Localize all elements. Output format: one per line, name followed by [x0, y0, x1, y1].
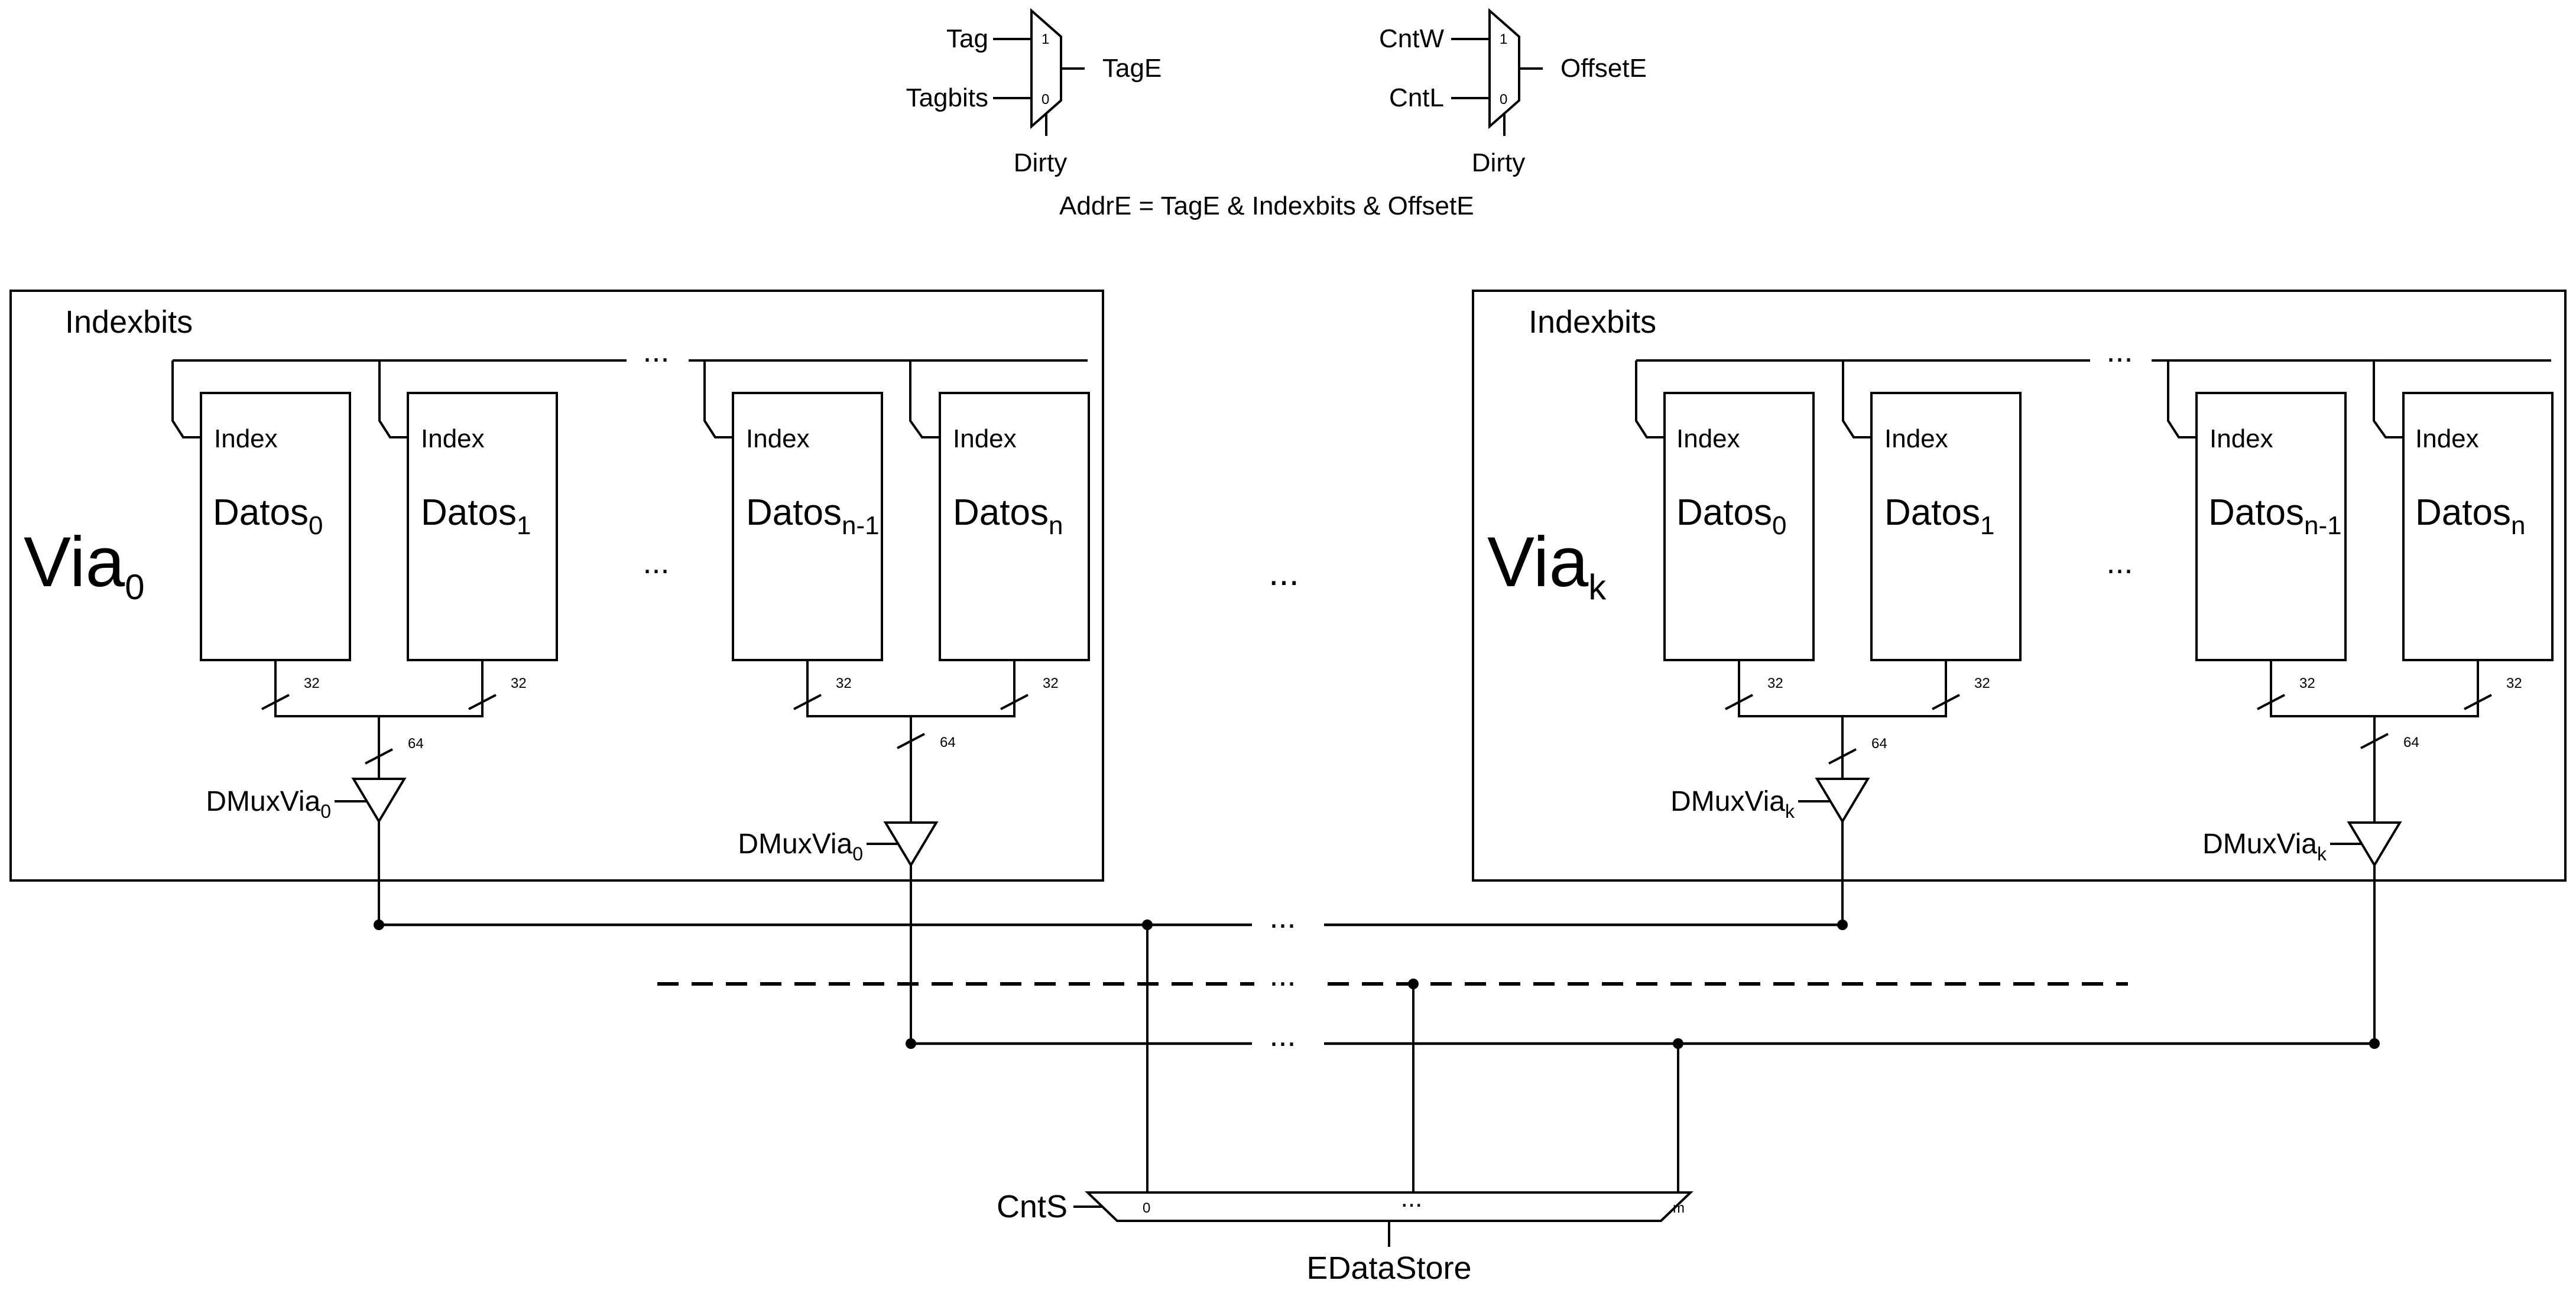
way-0-bus-width-64: 64 [408, 736, 424, 752]
way-0-data-block-n: Index Datosn [909, 360, 1090, 661]
way-0-block-n-label: Datosn [953, 492, 1063, 540]
shared-bus-0-ellipsis: ... [1269, 899, 1296, 935]
way-k-block-n-label: Datosn [2415, 492, 2525, 540]
way-k-bus-width-32: 32 [2506, 675, 2522, 691]
way-k-block-n-1-label: Datosn-1 [2208, 492, 2342, 540]
way-k-bus-width-64: 64 [1871, 736, 1887, 752]
mux-offset-pin0: 0 [1500, 92, 1507, 108]
shared-bus-m: ... [906, 1018, 2380, 1053]
way-k-block-n-1-index-label: Index [2210, 424, 2273, 453]
way-0-panel: Indexbits ... Via0 Index Datos0 Index Da… [9, 290, 1104, 1044]
way-0-bus-width-32: 32 [1043, 675, 1059, 691]
way-0-block-0-label: Datos0 [213, 492, 323, 540]
store-mux: CntS 0 ... m EDataStore [997, 1184, 1693, 1286]
way-0-bus-width-32: 32 [511, 675, 527, 691]
way-k-bus-width-64: 64 [2403, 735, 2419, 750]
way-k-block-1-label: Datos1 [1884, 492, 1994, 540]
way-k-data-block-n: Index Datosn [2373, 360, 2554, 661]
mux-tag-pin1: 1 [1042, 31, 1049, 47]
way-k-index-ellipsis: ... [2106, 333, 2133, 369]
way-k-bus-pair-a: 32 32 64 DMuxViak [1670, 660, 1990, 925]
way-0-data-block-1: Index Datos1 [378, 360, 558, 661]
mux-offset-in0-label: CntL [1389, 83, 1444, 112]
shared-bus-middle: ... [657, 957, 2128, 993]
mux-tag-in1-label: Tag [946, 24, 988, 53]
store-mux-out-label: EDataStore [1306, 1250, 1471, 1286]
way-0-index-ellipsis: ... [643, 333, 669, 369]
way-0-blocks-ellipsis: ... [643, 545, 669, 580]
way-0-block-1-index-label: Index [421, 424, 485, 453]
mux-offset: 1 0 CntW CntL OffsetE Dirty [1379, 8, 1647, 177]
way-0-block-0-index-label: Index [214, 424, 278, 453]
way-0-label: Via0 [24, 522, 145, 607]
way-0-bus-width-32: 32 [836, 675, 852, 691]
way-k-indexbits-label: Indexbits [1529, 304, 1656, 340]
way-k-blocks-ellipsis: ... [2106, 545, 2133, 580]
way-k-bus-width-32: 32 [1767, 675, 1783, 691]
way-k-block-0-index-label: Index [1676, 424, 1740, 453]
mux-offset-out-label: OffsetE [1560, 54, 1647, 83]
mux-offset-in1-label: CntW [1379, 24, 1444, 53]
way-k-driver-1-label: DMuxViak [2202, 828, 2327, 865]
ways-ellipsis: ... [1268, 553, 1299, 593]
way-k-bus-width-32: 32 [2299, 675, 2315, 691]
way-0-data-block-n-1: Index Datosn-1 [703, 360, 883, 661]
way-0-driver-0-label: DMuxVia0 [206, 786, 331, 822]
shared-bus-m-ellipsis: ... [1269, 1018, 1296, 1053]
mux-offset-pin1: 1 [1500, 31, 1507, 47]
way-k-data-block-n-1: Index Datosn-1 [2167, 360, 2347, 661]
mux-tag-pin0: 0 [1042, 92, 1049, 108]
mux-tag-out-label: TagE [1102, 54, 1162, 83]
way-0-block-1-label: Datos1 [421, 492, 531, 540]
way-k-panel: Indexbits ... Viak Index Datos0 Index Da… [1472, 290, 2567, 1044]
way-k-data-block-1: Index Datos1 [1842, 360, 2022, 661]
mux-tag-in0-label: Tagbits [906, 83, 988, 112]
way-k-data-block-0: Index Datos0 [1635, 360, 1815, 661]
way-0-indexbits-label: Indexbits [65, 304, 193, 340]
mux-tag: 1 0 Tag Tagbits TagE Dirty [906, 8, 1162, 177]
way-0-bus-pair-a: 32 32 64 DMuxVia0 [206, 660, 527, 925]
way-k-label: Viak [1487, 522, 1607, 607]
shared-bus-middle-ellipsis: ... [1269, 957, 1296, 993]
way-0-driver-1-label: DMuxVia0 [738, 828, 863, 865]
way-0-data-block-0: Index Datos0 [171, 360, 351, 661]
way-k-driver-0-label: DMuxViak [1670, 786, 1795, 822]
shared-bus-0: ... [374, 899, 1848, 935]
address-expression: AddrE = TagE & Indexbits & OffsetE [1059, 191, 1474, 220]
way-0-bus-width-32: 32 [304, 675, 320, 691]
way-k-block-1-index-label: Index [1884, 424, 1948, 453]
way-k-bus-pair-b: 32 32 64 DMuxViak [2202, 660, 2522, 1044]
store-mux-pin-first: 0 [1143, 1200, 1150, 1216]
way-k-block-n-index-label: Index [2415, 424, 2479, 453]
store-mux-sel-label: CntS [997, 1189, 1068, 1224]
way-k-block-0-label: Datos0 [1676, 492, 1786, 540]
mux-offset-sel-label: Dirty [1472, 148, 1525, 177]
store-mux-ellipsis: ... [1401, 1184, 1423, 1213]
way-0-block-n-1-index-label: Index [746, 424, 810, 453]
way-0-block-n-index-label: Index [953, 424, 1017, 453]
way-k-bus-width-32: 32 [1974, 675, 1990, 691]
mux-tag-sel-label: Dirty [1014, 148, 1067, 177]
way-0-bus-width-64: 64 [940, 735, 956, 750]
store-mux-pin-last: m [1673, 1200, 1685, 1216]
way-0-block-n-1-label: Datosn-1 [746, 492, 880, 540]
way-0-bus-pair-b: 32 32 64 DMuxVia0 [738, 660, 1059, 1044]
